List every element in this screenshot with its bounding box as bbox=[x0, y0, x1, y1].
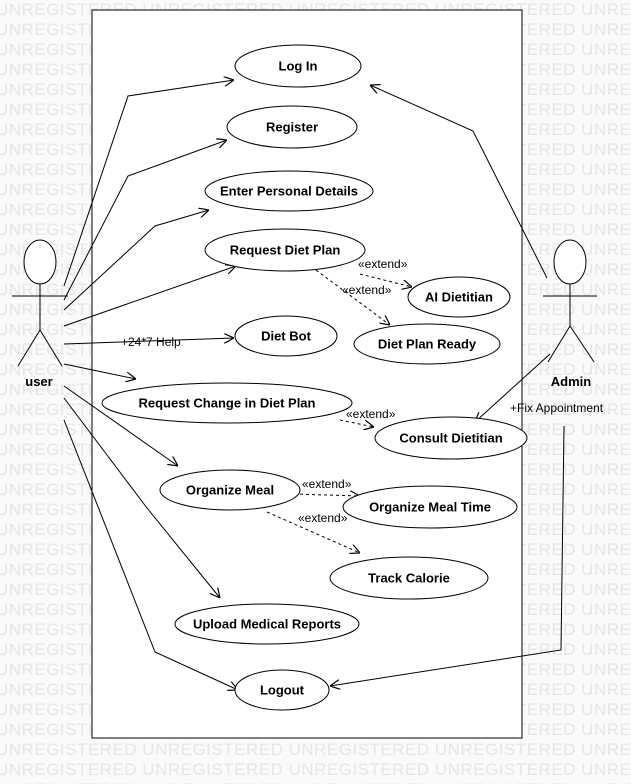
use-case-diet-plan-ready-label: Diet Plan Ready bbox=[378, 336, 477, 351]
extend-label-diet-plan-ready: «extend» bbox=[342, 283, 392, 297]
watermark-row: UNREGISTERED UNREGISTERED UNREGISTERED U… bbox=[0, 780, 631, 784]
use-case-organize-meal-time-label: Organize Meal Time bbox=[369, 499, 491, 514]
admin-associations bbox=[330, 85, 565, 686]
use-case-logout bbox=[234, 669, 330, 711]
use-case-organize-meal-time bbox=[342, 485, 518, 529]
assoc-user-organize-meal bbox=[63, 385, 178, 466]
use-case-diet-bot bbox=[234, 315, 338, 357]
fix-appointment-label: +Fix Appointment bbox=[510, 401, 604, 415]
user-actor bbox=[12, 239, 68, 367]
admin-actor bbox=[543, 239, 597, 363]
extend-label-track-calorie: «extend» bbox=[298, 511, 348, 525]
use-case-consult-dietitian-label: Consult Dietitian bbox=[399, 430, 502, 445]
user-actor-label: user bbox=[25, 374, 52, 389]
use-case-upload-reports-label: Upload Medical Reports bbox=[193, 616, 341, 631]
use-case-request-change-label: Request Change in Diet Plan bbox=[139, 395, 316, 410]
assoc-user-login bbox=[63, 80, 234, 287]
use-case-register bbox=[226, 105, 358, 149]
assoc-admin-logout bbox=[330, 425, 565, 686]
use-case-personal-details-label: Enter Personal Details bbox=[220, 183, 358, 198]
watermark-row: UNREGISTERED UNREGISTERED UNREGISTERED U… bbox=[0, 740, 631, 759]
extend-ai-dietitian bbox=[359, 273, 412, 287]
watermark-row: UNREGISTERED UNREGISTERED UNREGISTERED U… bbox=[0, 760, 631, 779]
extend-label-consult-dietitian: «extend» bbox=[346, 407, 396, 421]
extend-label-organize-meal-time: «extend» bbox=[302, 477, 352, 491]
use-case-consult-dietitian bbox=[374, 416, 528, 460]
assoc-admin-consult bbox=[475, 353, 551, 422]
assoc-admin-login bbox=[370, 85, 548, 279]
use-case-organize-meal-label: Organize Meal bbox=[186, 482, 274, 497]
use-case-request-diet-plan-label: Request Diet Plan bbox=[230, 242, 341, 257]
use-case-login bbox=[234, 44, 362, 88]
admin-actor-label: Admin bbox=[551, 374, 592, 389]
user-actor-head bbox=[23, 239, 57, 285]
assoc-user-request-change bbox=[63, 363, 136, 379]
user-associations bbox=[63, 80, 238, 690]
use-case-organize-meal bbox=[159, 469, 301, 511]
use-case-ai-dietitian-label: AI Dietitian bbox=[425, 289, 493, 304]
use-case-logout-label: Logout bbox=[260, 682, 305, 697]
extend-track-calorie bbox=[266, 511, 360, 553]
assoc-user-register bbox=[63, 140, 227, 301]
use-case-track-calorie bbox=[329, 556, 489, 600]
assoc-user-upload-reports bbox=[63, 397, 220, 598]
use-case-login-label: Log In bbox=[279, 58, 318, 73]
use-case-personal-details bbox=[204, 170, 374, 212]
use-case-ai-dietitian bbox=[407, 276, 511, 318]
use-case-request-diet-plan bbox=[204, 228, 366, 272]
use-case-request-change bbox=[101, 382, 353, 424]
extend-organize-meal-time bbox=[293, 494, 360, 496]
use-case-diet-plan-ready bbox=[353, 323, 501, 365]
assoc-user-request-diet-plan bbox=[63, 266, 236, 327]
use-case-register-label: Register bbox=[266, 119, 318, 134]
assoc-user-personal-details bbox=[63, 210, 209, 311]
use-case-track-calorie-label: Track Calorie bbox=[368, 570, 450, 585]
use-case-diet-bot-label: Diet Bot bbox=[261, 328, 312, 343]
extend-relations bbox=[266, 269, 412, 553]
assoc-user-diet-bot bbox=[63, 338, 234, 345]
help-label: +24*7 Help bbox=[121, 335, 181, 349]
extend-label-ai-dietitian: «extend» bbox=[358, 257, 408, 271]
assoc-user-logout bbox=[63, 419, 238, 690]
use-case-upload-reports bbox=[174, 603, 360, 645]
admin-actor-head bbox=[553, 239, 587, 285]
